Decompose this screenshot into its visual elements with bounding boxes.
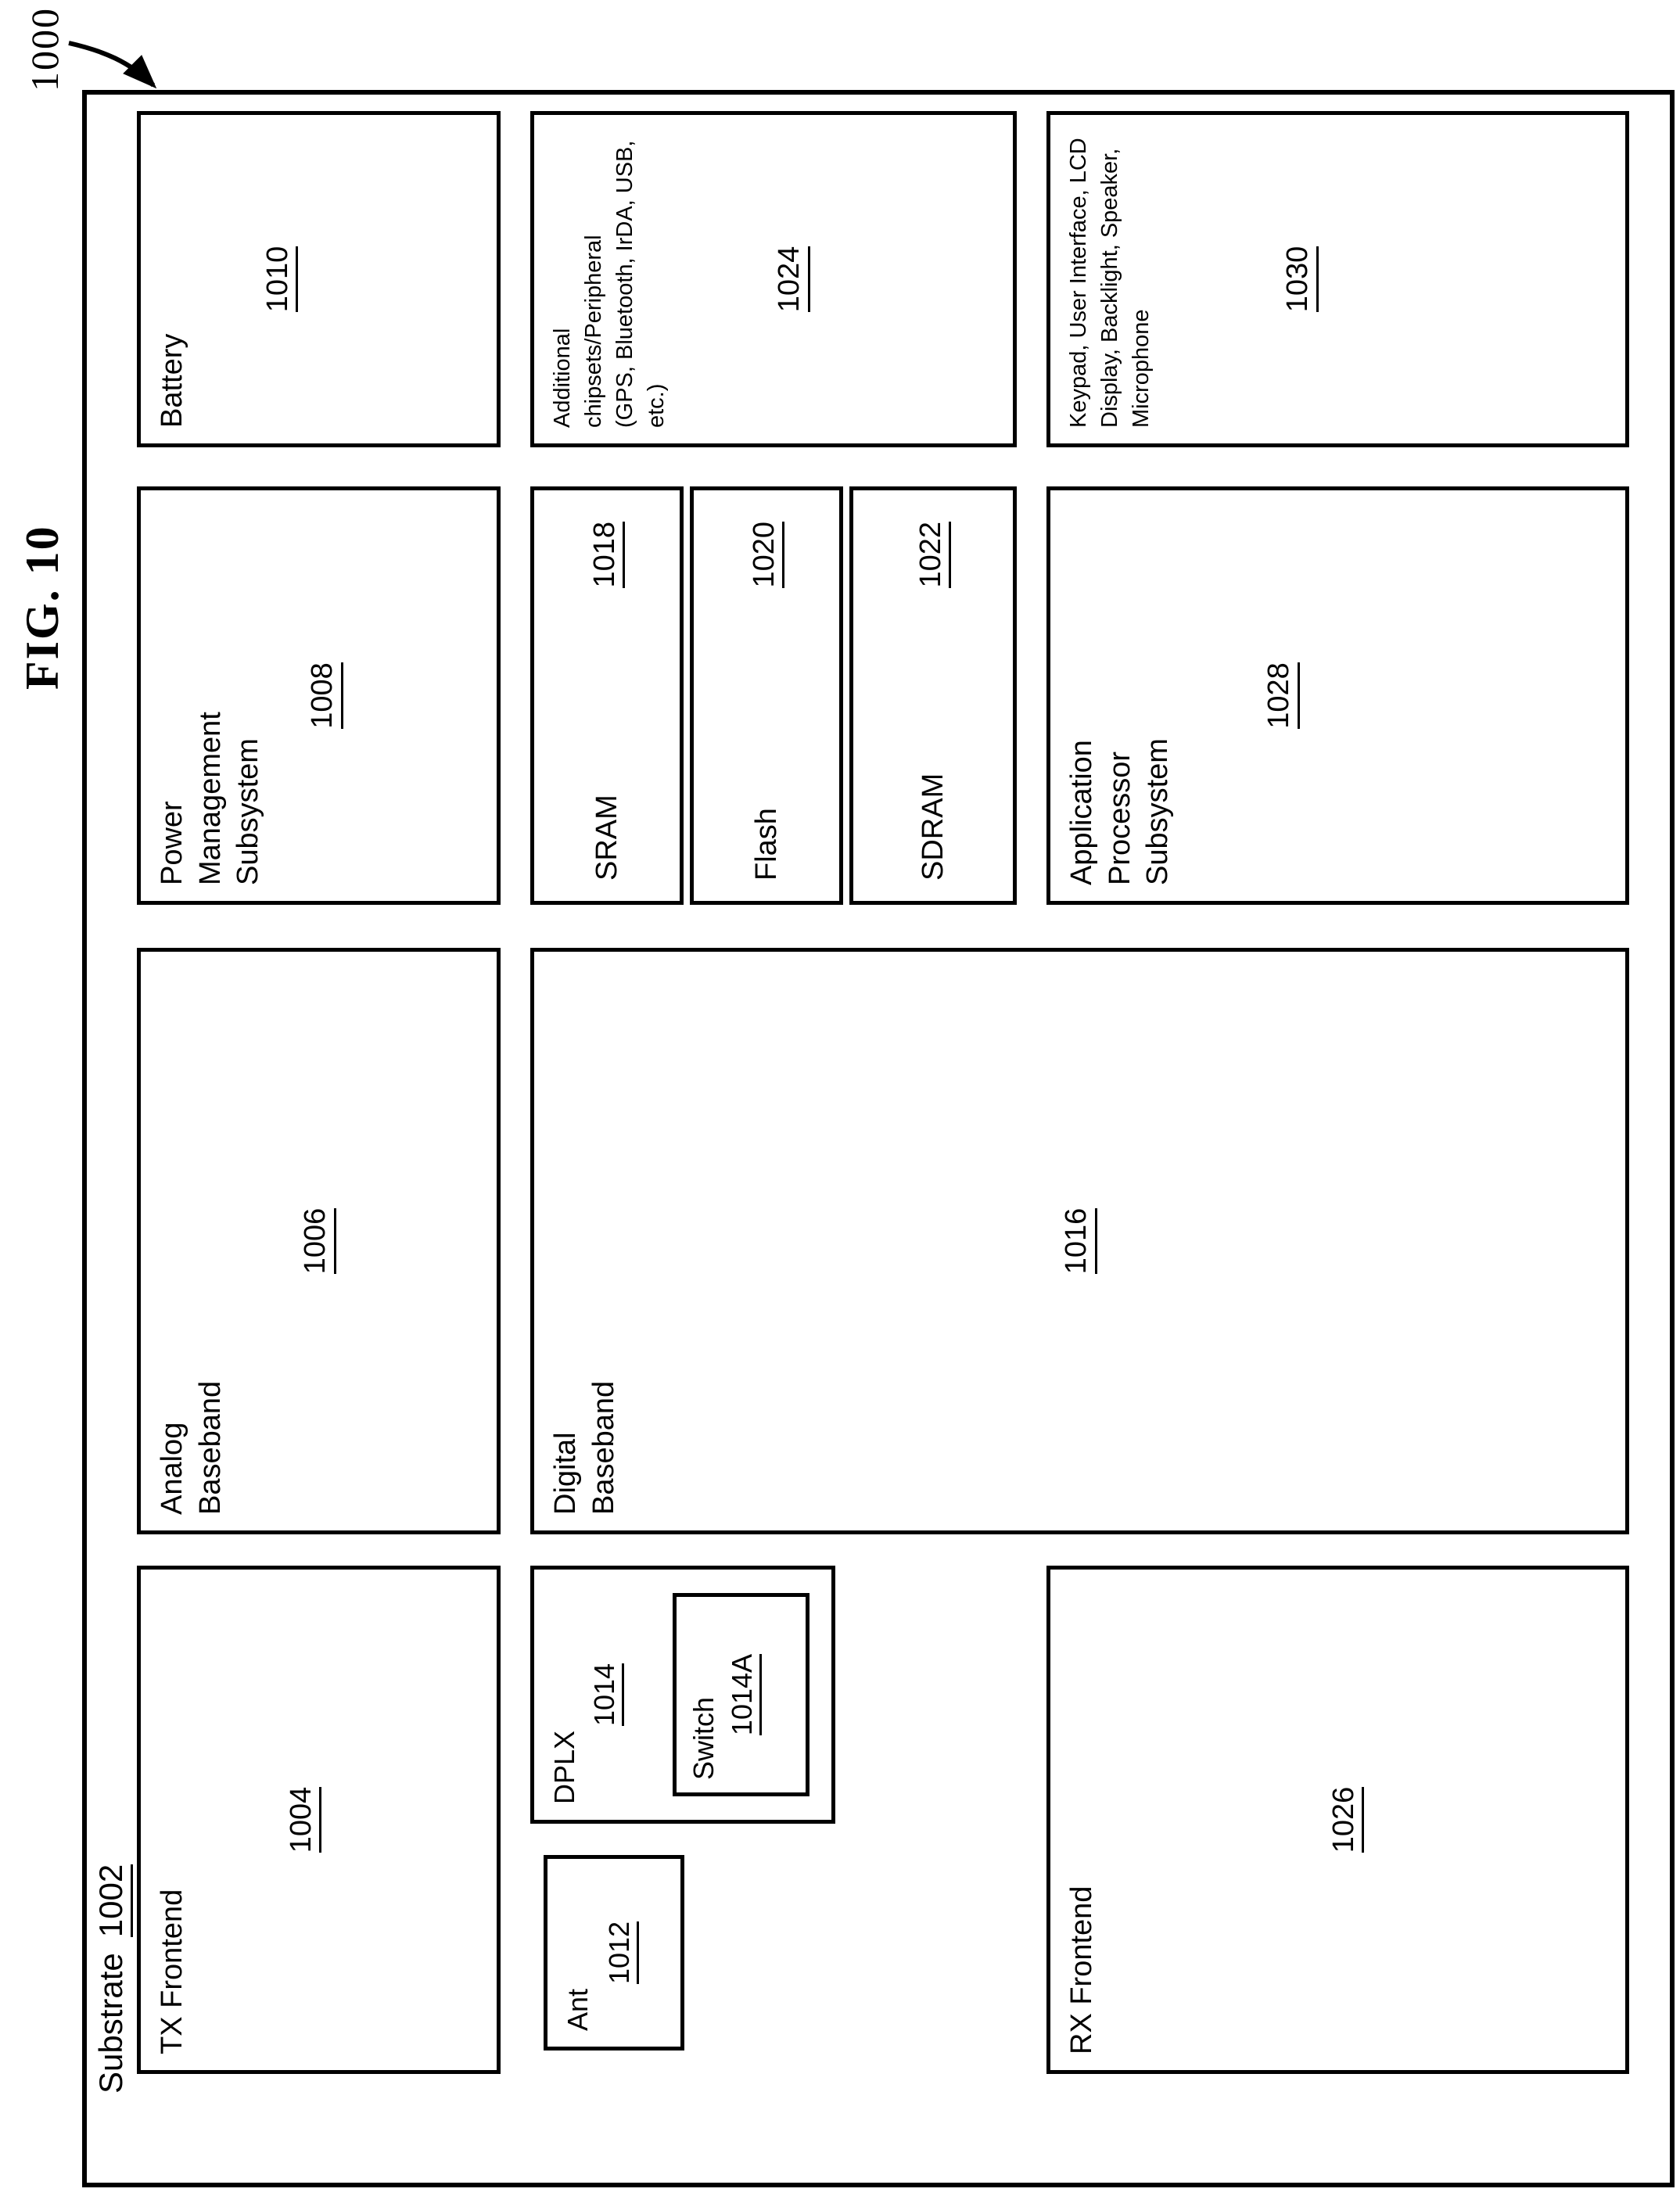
block-ant: Ant 1012 xyxy=(544,1855,684,2051)
block-label: Power Management Subsystem xyxy=(156,712,265,885)
block-label: TX Frontend xyxy=(156,1889,188,2054)
figure-title: FIG. 10 xyxy=(16,525,68,690)
block-ref: 1022 xyxy=(914,522,952,588)
block-keypad-ui-peripherals: Keypad, User Interface, LCD Display, Bac… xyxy=(1046,111,1629,447)
block-power-management-subsystem: Power Management Subsystem 1008 xyxy=(137,486,501,905)
block-ref: 1004 xyxy=(285,1786,322,1853)
block-label: RX Frontend xyxy=(1065,1885,1098,2054)
block-ref: 1008 xyxy=(306,662,343,729)
block-ref: 1018 xyxy=(588,522,626,588)
block-additional-chipsets-peripheral: Additional chipsets/Peripheral (GPS, Blu… xyxy=(530,111,1017,447)
block-ref: 1020 xyxy=(748,522,785,588)
block-label: Analog Baseband xyxy=(156,1380,227,1515)
block-sdram: SDRAM 1022 xyxy=(849,486,1017,905)
block-tx-frontend: TX Frontend 1004 xyxy=(137,1566,501,2074)
system-ref-number: 1000 xyxy=(23,7,66,91)
block-ref: 1028 xyxy=(1262,662,1300,729)
block-rx-frontend: RX Frontend 1026 xyxy=(1046,1566,1629,2074)
block-label: Ant xyxy=(562,1988,594,2031)
block-ref: 1016 xyxy=(1060,1207,1098,1275)
block-label: Keypad, User Interface, LCD Display, Bac… xyxy=(1066,138,1154,428)
block-ref: 1014A xyxy=(726,1653,762,1736)
block-label: Flash xyxy=(749,808,783,881)
block-label: Switch xyxy=(687,1696,720,1780)
block-flash: Flash 1020 xyxy=(690,486,843,905)
block-application-processor-subsystem: Application Processor Subsystem 1028 xyxy=(1046,486,1629,905)
block-ref: 1014 xyxy=(588,1663,624,1727)
block-label: SRAM xyxy=(590,795,623,881)
block-ref: 1010 xyxy=(261,246,299,313)
block-ref: 1006 xyxy=(299,1207,337,1275)
block-sram: SRAM 1018 xyxy=(530,486,684,905)
block-ref: 1030 xyxy=(1281,246,1319,313)
substrate-ref: 1002 xyxy=(92,1864,134,1938)
substrate-label-text: Substrate xyxy=(92,1953,129,2094)
block-analog-baseband: Analog Baseband 1006 xyxy=(137,948,501,1534)
block-battery: Battery 1010 xyxy=(137,111,501,447)
block-ref: 1024 xyxy=(773,246,810,313)
block-label: Additional chipsets/Peripheral (GPS, Blu… xyxy=(550,140,669,428)
block-label: DPLX xyxy=(548,1730,580,1804)
block-switch: Switch 1014A xyxy=(673,1593,809,1796)
block-label: Battery xyxy=(156,333,188,428)
block-label: SDRAM xyxy=(916,773,949,881)
block-label: Application Processor Subsystem xyxy=(1065,738,1175,885)
substrate-label: Substrate 1002 xyxy=(92,1864,134,2094)
block-label: Digital Baseband xyxy=(549,1380,620,1515)
block-ref: 1026 xyxy=(1327,1786,1365,1853)
block-digital-baseband: Digital Baseband 1016 xyxy=(530,948,1629,1534)
block-ref: 1012 xyxy=(603,1921,639,1985)
